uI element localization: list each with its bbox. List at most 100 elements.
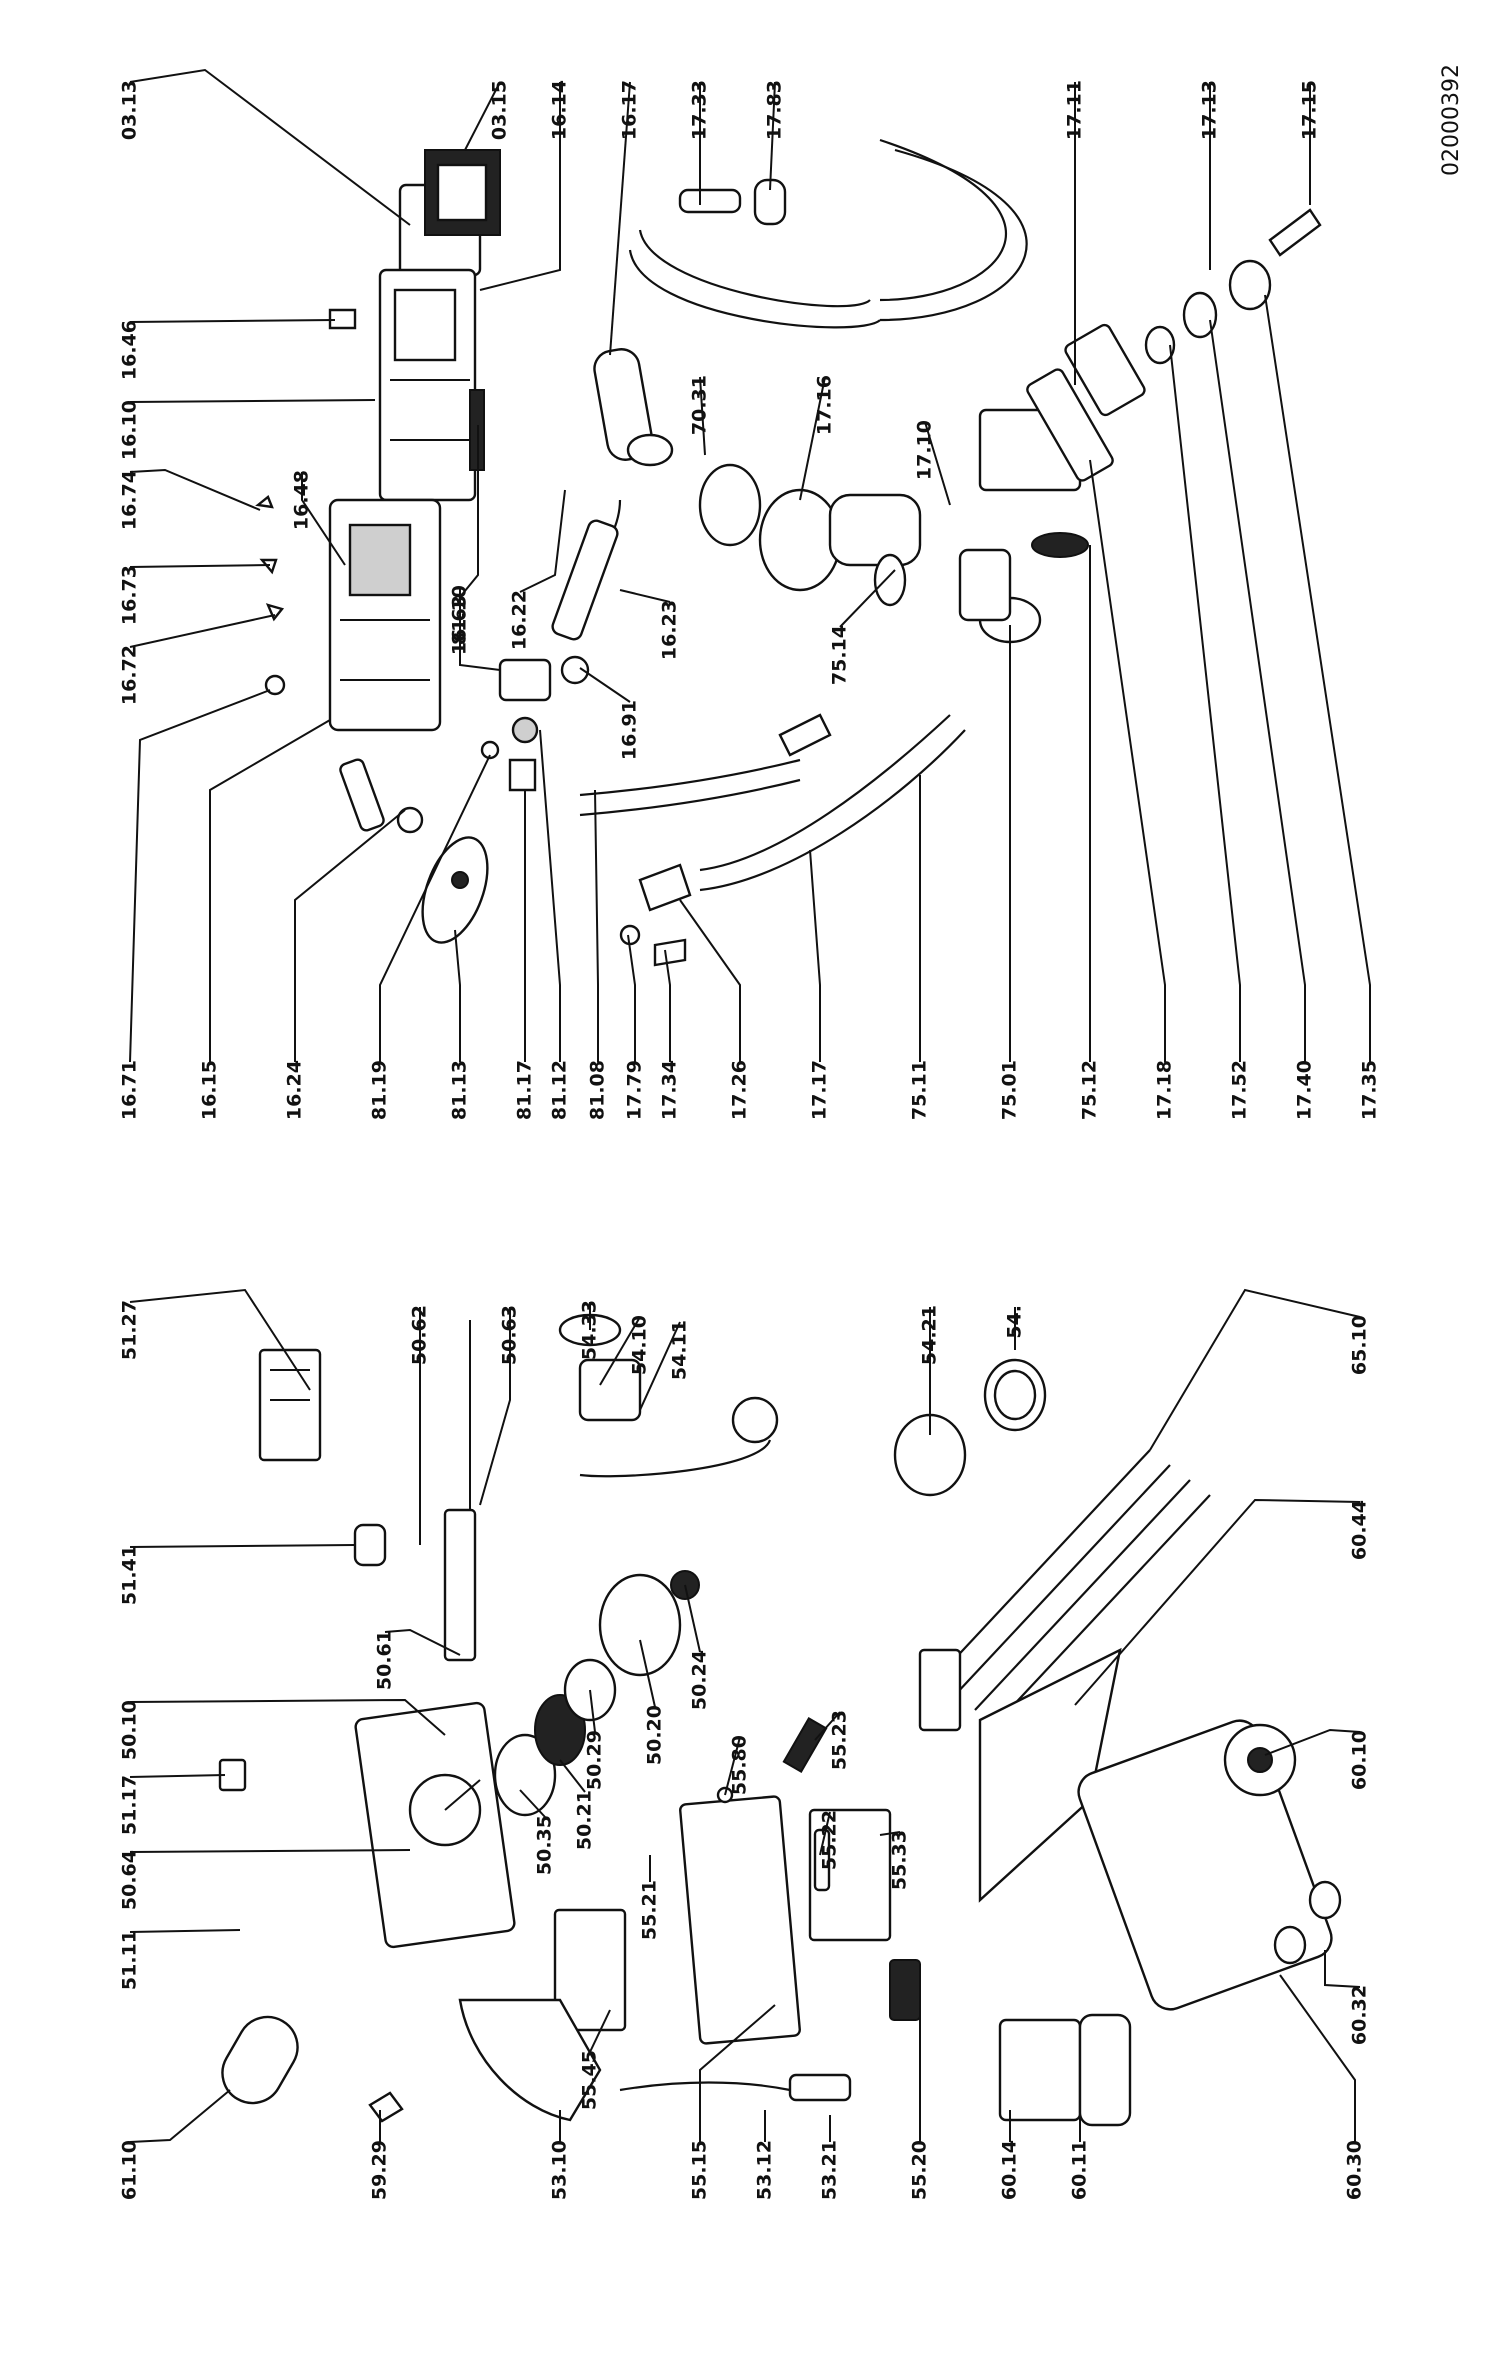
leader-line	[639, 1321, 681, 1411]
door-lock-part	[553, 1795, 801, 2045]
leader-line	[129, 1288, 311, 1391]
part-callout: 17.15	[1299, 80, 1321, 205]
part-callout: 17.40	[1209, 319, 1316, 1120]
part-callout: 55.15	[689, 2004, 776, 2200]
part-number-label: 50.62	[409, 1305, 431, 1365]
part-callout: 75.11	[909, 775, 931, 1120]
part-callout: 17.18	[1089, 459, 1176, 1120]
part-number-label: 17.13	[1199, 80, 1221, 140]
leader-line	[129, 689, 271, 1063]
leader-line	[627, 934, 636, 1062]
part-number-label: 16.91	[619, 700, 641, 760]
leader-line	[454, 929, 461, 1062]
leader-line	[294, 809, 406, 1062]
part-callout: 55.20	[909, 2015, 931, 2200]
leader-line	[1264, 294, 1371, 1062]
part-number-label: 50.35	[534, 1815, 556, 1875]
dispenser-flap-part	[328, 498, 442, 732]
part-callout: 81.13	[449, 929, 471, 1120]
part-number-label: 16.15	[199, 1060, 221, 1120]
part-callout: 50.61	[374, 1628, 461, 1690]
part-number-label: 17.16	[814, 375, 836, 435]
part-number-label: 17.11	[1064, 80, 1086, 140]
leader-line	[699, 2004, 776, 2142]
part-number-label: 54.	[1004, 1305, 1026, 1339]
part-callout: 75.01	[999, 625, 1021, 1120]
part-callout: 60.32	[1324, 1950, 1371, 2045]
part-callout: 54.21	[919, 1305, 941, 1435]
part-callout: 60.10	[1264, 1728, 1371, 1790]
part-number-label: 16.73	[119, 565, 141, 625]
part-callout: 81.17	[514, 790, 536, 1120]
part-callout: 55.33	[879, 1830, 911, 1890]
leader-line	[664, 949, 671, 1062]
part-callout: 16.71	[119, 689, 271, 1120]
part-callout: 50.10	[119, 1698, 446, 1760]
part-callout: 16.91	[579, 667, 641, 760]
leader-line	[129, 2089, 231, 2143]
leader-line	[129, 468, 261, 511]
part-callout: 16.10	[119, 399, 376, 460]
part-number-label: 55.15	[689, 2140, 711, 2200]
leader-line	[724, 1736, 741, 1796]
leader-line	[589, 1689, 596, 1733]
leader-line	[479, 1307, 511, 1506]
leader-line	[809, 849, 821, 1062]
leader-line	[589, 2009, 611, 2053]
part-number-label: 17.18	[1154, 1060, 1176, 1120]
part-number-label: 16.14	[549, 80, 571, 140]
part-number-label: 51.17	[119, 1775, 141, 1835]
leader-line	[679, 899, 741, 1062]
inlet-valve-part	[480, 658, 552, 792]
part-number-label: 55.23	[829, 1710, 851, 1770]
small-clips-part	[255, 308, 357, 696]
part-number-label: 75.01	[999, 1060, 1021, 1120]
part-callout: 61.10	[119, 2089, 231, 2200]
part-number-label: 03.15	[489, 80, 511, 140]
part-number-label: 17.26	[729, 1060, 751, 1120]
part-callout: 75.12	[1079, 545, 1101, 1120]
drain-hoses-part	[579, 713, 966, 892]
leader-line	[1324, 1950, 1361, 1988]
part-number-label: 16.23	[659, 600, 681, 660]
leader-line	[594, 789, 599, 1062]
water-softener-part	[558, 1313, 779, 1478]
part-number-label: 50.64	[119, 1850, 141, 1910]
part-number-label: 75.14	[829, 625, 851, 685]
part-number-label: 81.10	[449, 585, 471, 645]
dispenser-cover-part	[398, 149, 501, 277]
part-number-label: 53.21	[819, 2140, 841, 2200]
part-callout: 81.19	[369, 754, 491, 1120]
part-callout: 50.63	[479, 1305, 521, 1506]
leader-line	[539, 729, 561, 1062]
leader-line	[1149, 1288, 1361, 1451]
part-callout: 81.12	[539, 729, 571, 1120]
leader-line	[1279, 1974, 1356, 2142]
leader-line	[1074, 1498, 1361, 1706]
part-callout: 16.14	[479, 80, 571, 291]
part-callout: 16.22	[509, 489, 566, 650]
leader-line	[839, 569, 896, 628]
hose-clamp-part	[698, 463, 762, 547]
part-number-label: 81.12	[549, 1060, 571, 1120]
part-number-label: 75.12	[1079, 1060, 1101, 1120]
dispenser-housing-part	[378, 268, 477, 502]
part-number-label: 55.80	[729, 1735, 751, 1795]
part-callout: 17.52	[1169, 344, 1251, 1120]
outlet-hose-part	[628, 138, 1028, 329]
part-callout: 54.10	[599, 1315, 651, 1386]
part-callout: 50.21	[559, 1759, 596, 1850]
part-callout: 50.24	[684, 1584, 711, 1710]
leader-line	[699, 376, 706, 456]
leader-line	[384, 1628, 461, 1656]
pilot-lamp-part	[353, 1523, 387, 1567]
part-callout: 55.23	[814, 1710, 851, 1770]
part-callout: 55.22	[819, 1810, 841, 1870]
part-number-label: 51.11	[119, 1930, 141, 1990]
part-callout: 51.27	[119, 1288, 311, 1391]
part-number-label: 60.32	[1349, 1985, 1371, 2045]
part-number-label: 17.33	[689, 80, 711, 140]
part-callout: 17.83	[764, 80, 786, 191]
leader-line	[819, 1811, 831, 1856]
part-number-label: 53.10	[549, 2140, 571, 2200]
